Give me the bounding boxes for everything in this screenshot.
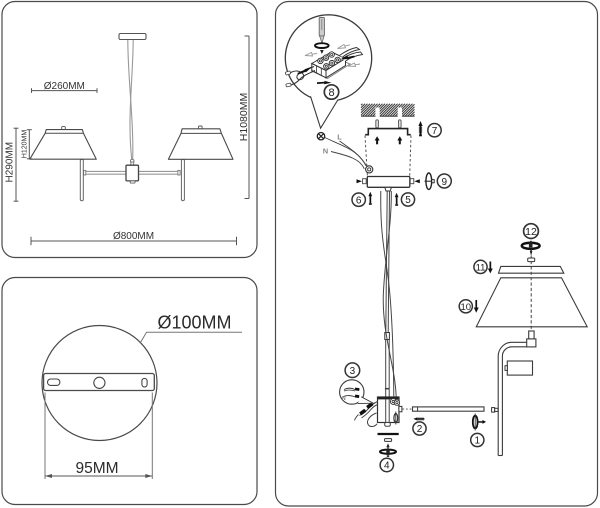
svg-text:1: 1 — [475, 436, 481, 447]
svg-text:12: 12 — [525, 226, 537, 238]
svg-text:H1080MM: H1080MM — [238, 93, 250, 141]
svg-text:N: N — [342, 396, 346, 402]
svg-text:H290MM: H290MM — [5, 142, 16, 183]
svg-text:4: 4 — [384, 461, 390, 472]
svg-text:10: 10 — [461, 302, 472, 313]
svg-text:3: 3 — [350, 366, 356, 377]
svg-text:Ø100MM: Ø100MM — [157, 313, 231, 333]
svg-text:6: 6 — [356, 195, 362, 206]
svg-text:9: 9 — [442, 177, 448, 188]
svg-text:7: 7 — [432, 126, 438, 137]
svg-text:95MM: 95MM — [75, 460, 118, 477]
svg-text:H120MM: H120MM — [22, 130, 29, 159]
svg-text:5: 5 — [405, 195, 411, 206]
svg-text:2: 2 — [417, 424, 423, 435]
svg-text:11: 11 — [476, 263, 486, 274]
svg-text:L: L — [337, 133, 342, 142]
svg-text:Ø260MM: Ø260MM — [44, 81, 85, 92]
svg-text:N: N — [323, 147, 328, 156]
svg-text:8: 8 — [328, 87, 334, 99]
svg-text:Ø800MM: Ø800MM — [113, 231, 154, 242]
